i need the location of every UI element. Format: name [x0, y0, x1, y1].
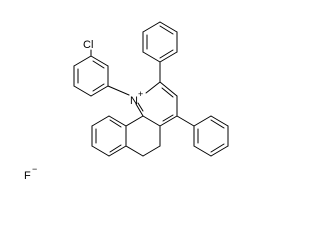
dihydro-ring [125, 115, 161, 157]
molecule-diagram: Cl N + F − [24, 21, 229, 182]
fluoride-charge-label: − [32, 164, 37, 174]
phenyl-ring-right [193, 115, 229, 157]
phenyl-ring-top [142, 21, 178, 63]
chlorine-atom-label: Cl [83, 39, 93, 51]
c4-phenyl-bond [176, 115, 195, 127]
pyridinium-ring [135, 81, 178, 127]
nitrogen-charge-label: + [138, 89, 143, 99]
aryl-n-bond [107, 85, 130, 96]
bond-network [73, 21, 229, 157]
chlorophenyl-ring [73, 55, 109, 97]
structure-canvas: Cl N + F − [24, 21, 229, 182]
benzo-ring [91, 115, 127, 157]
fluoride-ion-label: F [24, 170, 31, 182]
nitrogen-atom-label: N [130, 95, 138, 107]
